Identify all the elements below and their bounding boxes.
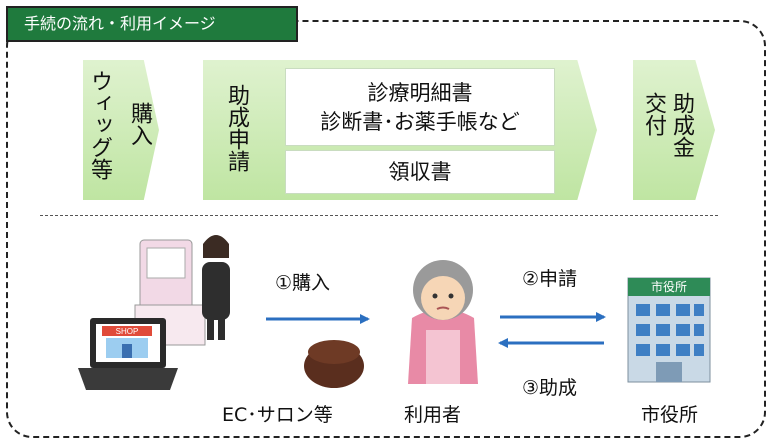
documents-line-1: 診療明細書: [367, 81, 473, 105]
shop-label: EC･サロン等: [222, 404, 333, 426]
documents-line-2: 診断書･お薬手帳など: [320, 110, 520, 134]
step-purchase-text-left: ウィッグ等: [87, 70, 112, 180]
diagram-title: 手続の流れ・利用イメージ: [6, 6, 298, 42]
purchase-label: ①購入: [275, 272, 331, 294]
user-label: 利用者: [404, 404, 462, 426]
svg-text:SHOP: SHOP: [116, 327, 139, 336]
user-elderly-woman-icon: [408, 260, 478, 384]
subsidy-label: ③助成: [522, 377, 578, 399]
step-application-label: 助成申請: [224, 84, 249, 172]
apply-label: ②申請: [522, 268, 578, 290]
step-grant-text-left: 交付: [641, 92, 666, 136]
wig-icon: [304, 340, 364, 388]
shop-clerk-icon: [202, 235, 230, 340]
documents-box: 診療明細書 診断書･お薬手帳など: [285, 68, 555, 146]
flow-step-purchase: [83, 60, 159, 200]
diagram-frame: [6, 20, 766, 438]
city-hall-sign: 市役所: [651, 279, 687, 294]
step-grant-text-right: 助成金: [669, 92, 694, 158]
receipt-box: 領収書: [285, 150, 555, 194]
section-divider: [40, 215, 718, 216]
flow-step-grant: [633, 60, 715, 200]
city-hall-label: 市役所: [641, 404, 699, 426]
city-hall-icon: 市役所: [627, 277, 711, 383]
receipt-label: 領収書: [388, 160, 452, 184]
laptop-shop-icon: SHOP: [78, 318, 178, 390]
step-purchase-text-right: 購入: [127, 102, 152, 146]
